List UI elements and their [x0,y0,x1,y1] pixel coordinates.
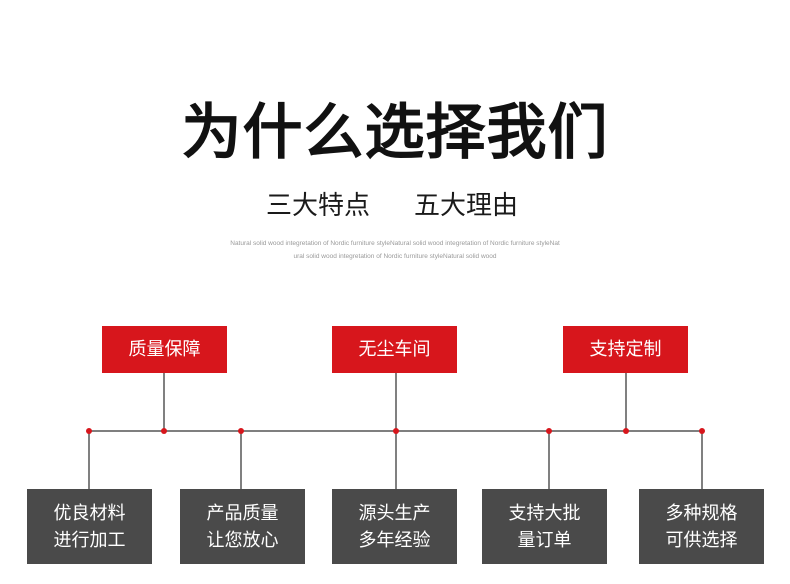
reason-box-quality-materials: 优良材料 进行加工 [27,489,152,564]
reason-line-1: 支持大批 [508,503,581,524]
feature-box-customization: 支持定制 [563,326,688,373]
reason-box-multiple-specs: 多种规格 可供选择 [639,489,764,564]
feature-box-dust-free-workshop: 无尘车间 [332,326,457,373]
reason-line-1: 优良材料 [53,503,126,524]
junction-dot [393,428,399,434]
junction-dot [623,428,629,434]
decorative-english-text-line-1: Natural solid wood integretation of Nord… [230,240,560,247]
subtitle: 三大特点 五大理由 [0,188,790,224]
subtitle-three-features: 三大特点 [266,191,371,221]
reason-line-2: 可供选择 [665,530,738,551]
reason-line-2: 让您放心 [206,530,279,551]
junction-dot [546,428,552,434]
page-title: 为什么选择我们 [181,98,609,168]
junction-dot [238,428,244,434]
reason-line-2: 量订单 [517,530,572,551]
reason-line-1: 产品质量 [206,503,279,524]
feature-box-quality-assurance: 质量保障 [102,326,227,373]
reason-box-source-production: 源头生产 多年经验 [332,489,457,564]
reason-box-bulk-orders: 支持大批 量订单 [482,489,607,564]
reason-line-2: 多年经验 [358,530,431,551]
reason-line-2: 进行加工 [53,530,126,551]
reason-line-1: 源头生产 [358,503,431,524]
decorative-english-text-line-2: ural solid wood integretation of Nordic … [293,253,497,260]
reason-line-1: 多种规格 [665,503,738,524]
subtitle-five-reasons: 五大理由 [414,191,519,221]
junction-dot [161,428,167,434]
junction-dot [86,428,92,434]
reason-box-product-quality: 产品质量 让您放心 [180,489,305,564]
junction-dot [699,428,705,434]
